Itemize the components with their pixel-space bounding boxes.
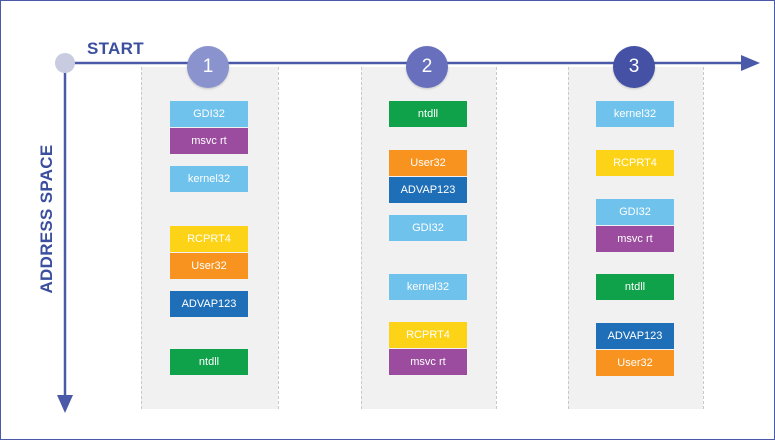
module-block: msvc rt [596,226,674,252]
module-block: kernel32 [389,274,467,300]
module-block: User32 [596,350,674,376]
module-block: GDI32 [170,101,248,127]
module-block: RCPRT4 [596,150,674,176]
module-block: ADVAP123 [389,177,467,203]
module-block: kernel32 [596,101,674,127]
origin-dot [55,53,75,73]
module-block: User32 [170,253,248,279]
vertical-arrowhead [57,395,73,413]
stage-marker-2: 2 [406,46,448,88]
column-separator [496,67,497,409]
vertical-axis-label: ADDRESS SPACE [37,144,56,294]
module-block: ntdll [389,101,467,127]
column-separator [703,67,704,409]
column-separator [141,67,142,409]
module-block: msvc rt [389,349,467,375]
module-block: ADVAP123 [596,323,674,349]
module-block: RCPRT4 [170,226,248,252]
module-block: GDI32 [389,215,467,241]
column-separator [568,67,569,409]
module-block: ADVAP123 [170,291,248,317]
module-block: kernel32 [170,166,248,192]
module-block: RCPRT4 [389,322,467,348]
stage-marker-1: 1 [187,46,229,88]
module-block: msvc rt [170,128,248,154]
module-block: ntdll [170,349,248,375]
horizontal-arrowhead [741,55,760,71]
module-block: ntdll [596,274,674,300]
column-separator [278,67,279,409]
module-block: User32 [389,150,467,176]
column-separator [361,67,362,409]
stage-marker-3: 3 [613,46,655,88]
horizontal-axis-label: START [87,39,144,58]
module-block: GDI32 [596,199,674,225]
